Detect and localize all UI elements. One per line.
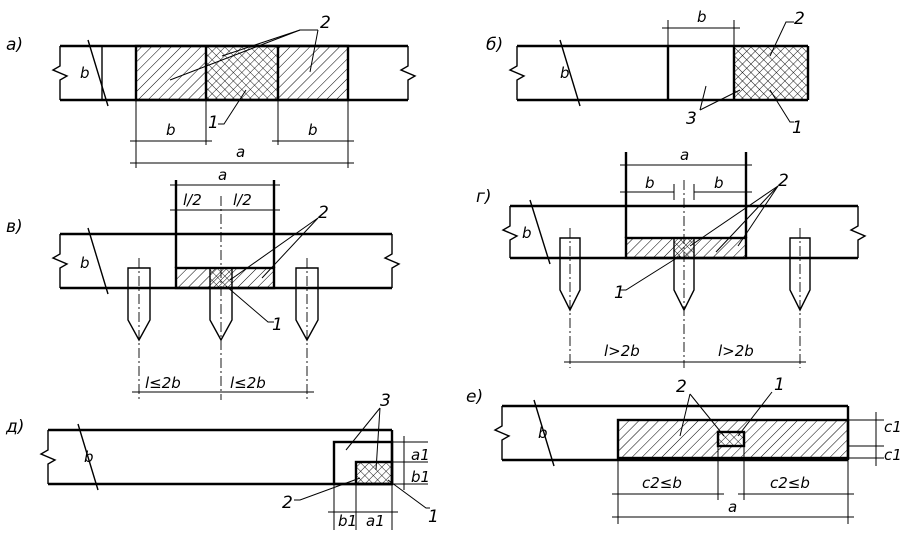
label-2-v: 2: [318, 203, 329, 223]
label-2-b: 2: [794, 9, 805, 29]
dim-a-g: a: [680, 146, 689, 164]
label-2-d: 2: [282, 493, 293, 513]
label-2-e: 2: [676, 377, 687, 397]
label-1: 1: [208, 113, 219, 133]
label-1-g: 1: [614, 283, 625, 303]
contact-area: [206, 46, 278, 100]
panel-g: г) b a b b 2 1 l>: [476, 146, 867, 368]
dim-b1: b1: [411, 468, 430, 486]
dim-c1-top: c1: [884, 418, 902, 436]
panel-a: а) b 2 1 b b a: [6, 13, 417, 168]
panel-v-tag: в): [6, 217, 23, 237]
dim-a-e: a: [728, 498, 737, 516]
dim-b-left: b: [166, 121, 176, 139]
dim-b-left-g: b: [645, 174, 655, 192]
panel-d: д) b a1 b1 b1 a1 3 2 1: [5, 391, 439, 530]
panel-e-tag: е): [466, 387, 483, 407]
dim-a: a: [236, 143, 245, 161]
dim-span-l-g: l>2b: [604, 342, 640, 360]
panel-d-tag: д): [5, 417, 24, 437]
dim-a1-bottom: a1: [366, 512, 385, 530]
label-1-d: 1: [428, 507, 439, 527]
dim-c1-bottom: c1: [884, 446, 902, 464]
label-3-b: 3: [686, 109, 697, 129]
label-1-b: 1: [792, 118, 803, 138]
panel-a-tag: а): [6, 35, 23, 55]
dim-b-v: b: [80, 254, 90, 272]
pad-left: [136, 46, 206, 100]
dim-b-right: b: [308, 121, 318, 139]
dim-half-r: l/2: [233, 191, 252, 209]
dim-b-d: b: [84, 448, 94, 466]
label-2-g: 2: [778, 171, 789, 191]
dim-a1: a1: [411, 446, 430, 464]
label-3-d: 3: [380, 391, 391, 411]
dim-half-l: l/2: [183, 191, 202, 209]
dim-b-b: b: [560, 64, 570, 82]
dim-span-l-v: l≤2b: [145, 374, 181, 392]
panel-e: е) b c1 c1 c2≤b c2≤b a 2 1: [466, 375, 902, 524]
dim-span-r-g: l>2b: [718, 342, 754, 360]
dim-b-g: b: [522, 224, 532, 242]
dim-span-r-v: l≤2b: [230, 374, 266, 392]
dim-b: b: [80, 64, 90, 82]
dim-c2-left: c2≤b: [642, 474, 682, 492]
dim-b1-bottom: b1: [338, 512, 357, 530]
dim-a-v: a: [218, 166, 227, 184]
dim-b-e: b: [538, 424, 548, 442]
panel-b: б) b b 2 1 3: [486, 8, 810, 138]
dim-b-right-g: b: [714, 174, 724, 192]
dim-c2-right: c2≤b: [770, 474, 810, 492]
panel-b-tag: б): [486, 35, 503, 55]
label-1-v: 1: [272, 315, 283, 335]
label-1-e: 1: [774, 375, 785, 395]
dim-b-top: b: [697, 8, 707, 26]
panel-g-tag: г): [476, 187, 492, 207]
panel-v: в) b a l/2 l/2 2 1 l≤2b l≤2b: [6, 166, 401, 400]
label-2: 2: [320, 13, 331, 33]
